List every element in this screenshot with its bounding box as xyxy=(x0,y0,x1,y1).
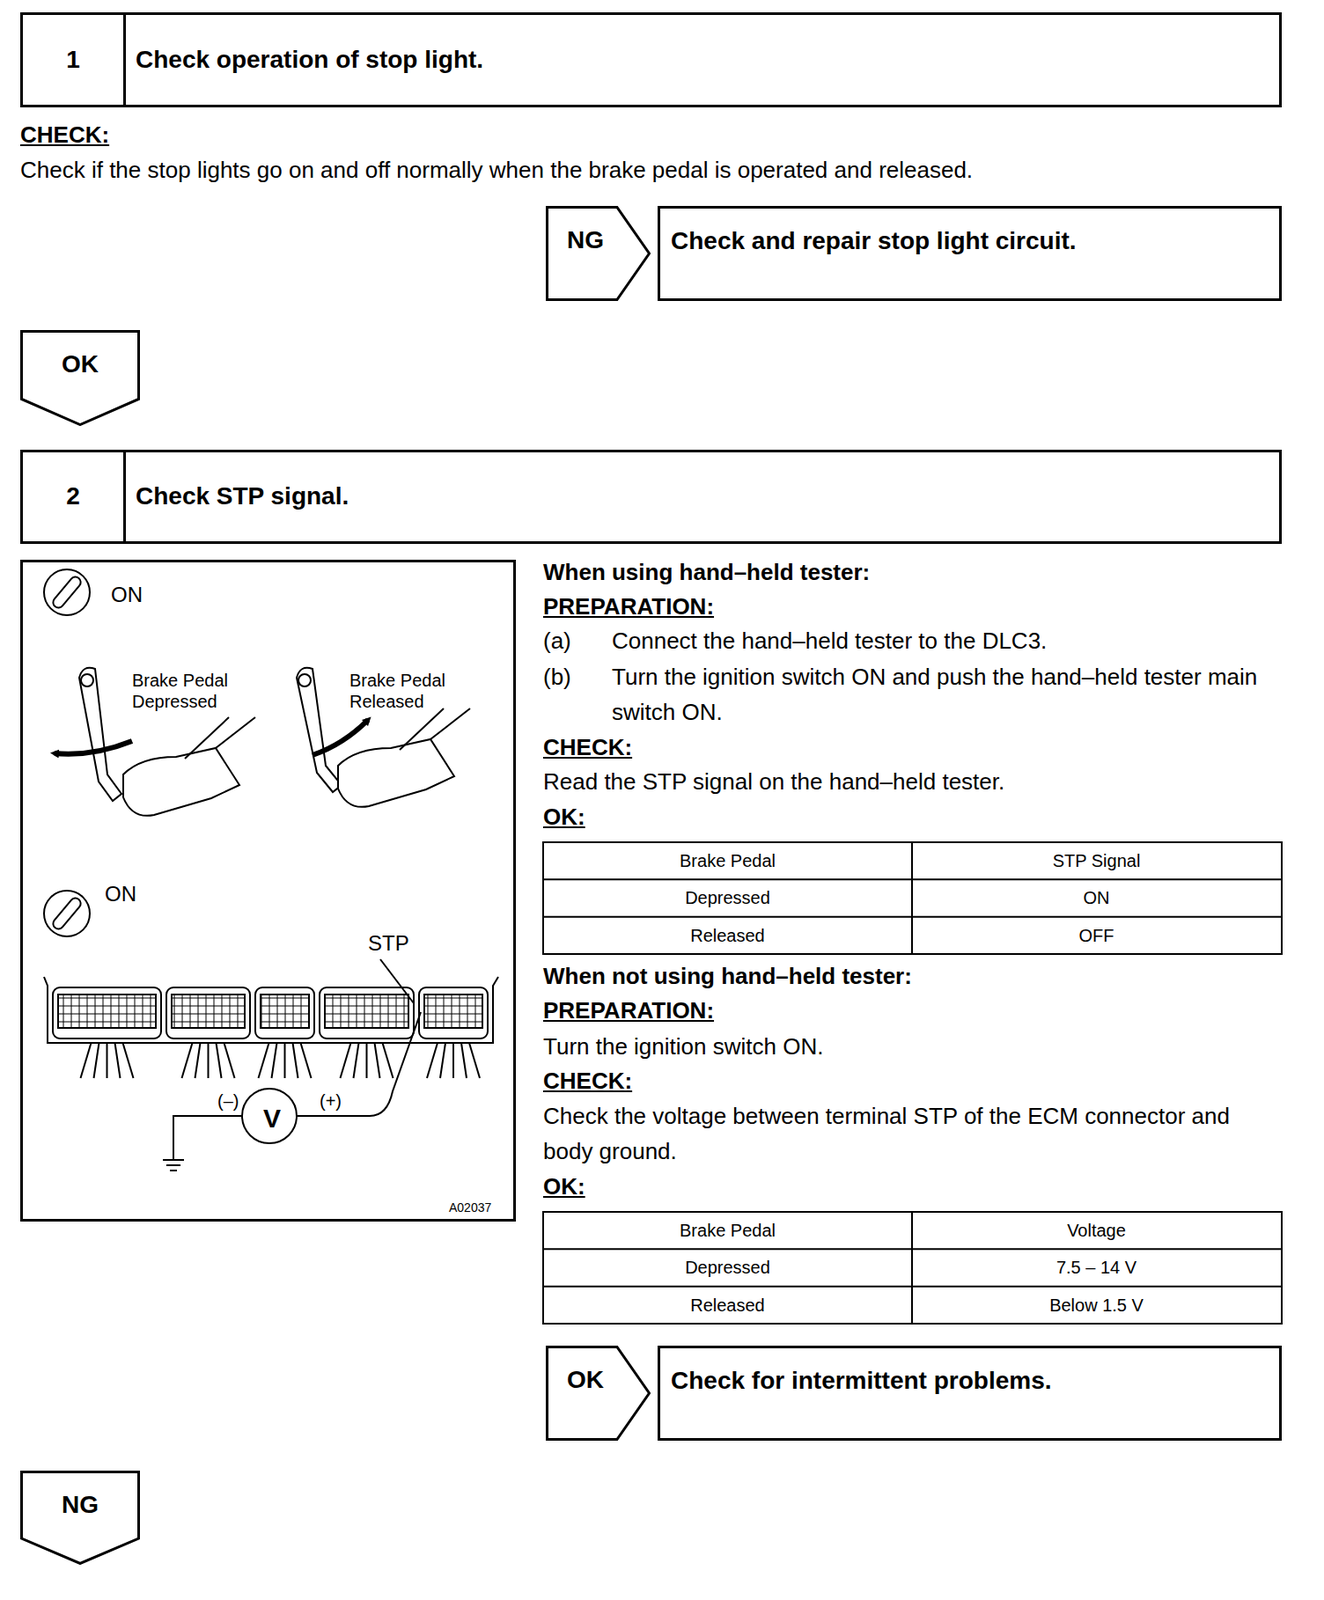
ecm-figure xyxy=(44,890,499,1171)
instruction-text: (a) xyxy=(543,623,572,659)
step-text: Check for intermittent problems. xyxy=(670,1366,1270,1397)
wire xyxy=(469,1043,480,1079)
step-number: 2 xyxy=(22,481,124,512)
wire xyxy=(195,1043,201,1079)
wire xyxy=(382,1043,394,1079)
instruction-text: Turn the ignition switch ON. xyxy=(543,1029,824,1065)
step-box: 1 Check operation of stop light. xyxy=(20,12,1282,108)
table-cell: Released xyxy=(543,917,913,955)
figure-label: Brake Pedal Released xyxy=(349,669,473,714)
step-text: OK xyxy=(545,1365,626,1396)
section-heading: When not using hand–held tester: xyxy=(543,958,913,994)
figure-label: STP xyxy=(367,930,421,957)
flow-arrow-box: NG xyxy=(20,1471,140,1566)
figure-label: Brake Pedal Depressed xyxy=(132,669,256,714)
table-line xyxy=(911,1212,913,1324)
result-box: Check and repair stop light circuit. xyxy=(657,205,1282,302)
table-line xyxy=(911,842,913,955)
step-text: NG xyxy=(545,225,626,256)
wire xyxy=(182,1043,193,1079)
table-cell: ON xyxy=(912,879,1281,917)
wire xyxy=(106,1043,109,1079)
table-line xyxy=(543,1248,1282,1251)
section-heading: PREPARATION: xyxy=(543,993,714,1029)
table-line xyxy=(543,878,1282,881)
table-cell: STP Signal xyxy=(912,842,1281,880)
instruction-text: Turn the ignition switch ON and push the… xyxy=(611,659,1281,730)
wire xyxy=(340,1043,352,1079)
wire xyxy=(216,1043,222,1079)
section-heading: CHECK: xyxy=(543,729,633,765)
instruction-text: Check the voltage between terminal STP o… xyxy=(543,1098,1283,1170)
wire xyxy=(440,1043,446,1079)
table-cell: Below 1.5 V xyxy=(912,1287,1281,1324)
instruction-text: Connect the hand–held tester to the DLC3… xyxy=(611,623,1281,659)
figure-label: (–) xyxy=(217,1090,253,1112)
wire xyxy=(284,1043,287,1079)
table-cell: Brake Pedal xyxy=(543,1212,913,1250)
wire xyxy=(426,1043,438,1079)
instruction-text: Read the STP signal on the hand–held tes… xyxy=(543,764,1283,800)
section-heading: CHECK: xyxy=(543,1063,633,1099)
figure-label: ON xyxy=(110,581,164,608)
step-number: 1 xyxy=(22,44,124,75)
table-border xyxy=(543,842,1282,955)
table-cell: Depressed xyxy=(543,1249,913,1287)
instruction-text: (b) xyxy=(543,659,572,695)
instruction-text: Check if the stop lights go on and off n… xyxy=(20,152,1288,188)
section-heading: CHECK: xyxy=(20,117,110,153)
flow-arrow-box: OK xyxy=(545,1346,651,1442)
wire xyxy=(207,1043,210,1079)
arrow-shape xyxy=(20,330,140,427)
wire xyxy=(123,1043,134,1079)
wire xyxy=(353,1043,360,1079)
table-cell: OFF xyxy=(912,917,1281,955)
step-text: Check operation of stop light. xyxy=(135,44,1272,75)
table-cell: Voltage xyxy=(912,1212,1281,1250)
figure-label: V xyxy=(254,1103,290,1136)
wire xyxy=(115,1043,121,1079)
step-text: NG xyxy=(20,1490,140,1521)
wire xyxy=(272,1043,278,1079)
illustration-panel: ON Brake Pedal Depressed Brake Pedal Relea… xyxy=(20,559,516,1222)
wire xyxy=(375,1043,381,1079)
wire xyxy=(461,1043,467,1079)
flow-arrow-box: NG xyxy=(545,205,651,302)
table-cell: Released xyxy=(543,1287,913,1324)
figure-label: (+) xyxy=(319,1090,355,1112)
table-cell: 7.5 – 14 V xyxy=(912,1249,1281,1287)
arrow-outline xyxy=(22,331,140,426)
table-cell: Brake Pedal xyxy=(543,842,913,880)
figure-label: A02037 xyxy=(448,1200,516,1216)
table-cell: Depressed xyxy=(543,879,913,917)
wire xyxy=(366,1043,368,1079)
section-heading: When using hand–held tester: xyxy=(543,554,870,590)
step-text: OK xyxy=(20,349,140,380)
wire xyxy=(224,1043,236,1079)
result-box: Check for intermittent problems. xyxy=(657,1346,1282,1442)
wire xyxy=(301,1043,312,1079)
wire xyxy=(452,1043,455,1079)
section-heading: OK: xyxy=(543,1169,586,1205)
section-heading: OK: xyxy=(543,799,586,835)
step-box: 2 Check STP signal. xyxy=(20,449,1282,545)
divider xyxy=(123,14,126,105)
step-text: Check STP signal. xyxy=(135,481,1272,512)
wire xyxy=(293,1043,299,1079)
flow-arrow-box: OK xyxy=(20,330,140,427)
wire xyxy=(258,1043,270,1079)
section-heading: PREPARATION: xyxy=(543,588,714,625)
table-border xyxy=(543,1212,1282,1324)
step-text: Check and repair stop light circuit. xyxy=(670,226,1270,257)
divider xyxy=(123,452,126,542)
table-line xyxy=(543,916,1282,919)
wire xyxy=(80,1043,92,1079)
figure-label: ON xyxy=(104,881,158,907)
table-line xyxy=(543,1286,1282,1288)
wire xyxy=(94,1043,100,1079)
